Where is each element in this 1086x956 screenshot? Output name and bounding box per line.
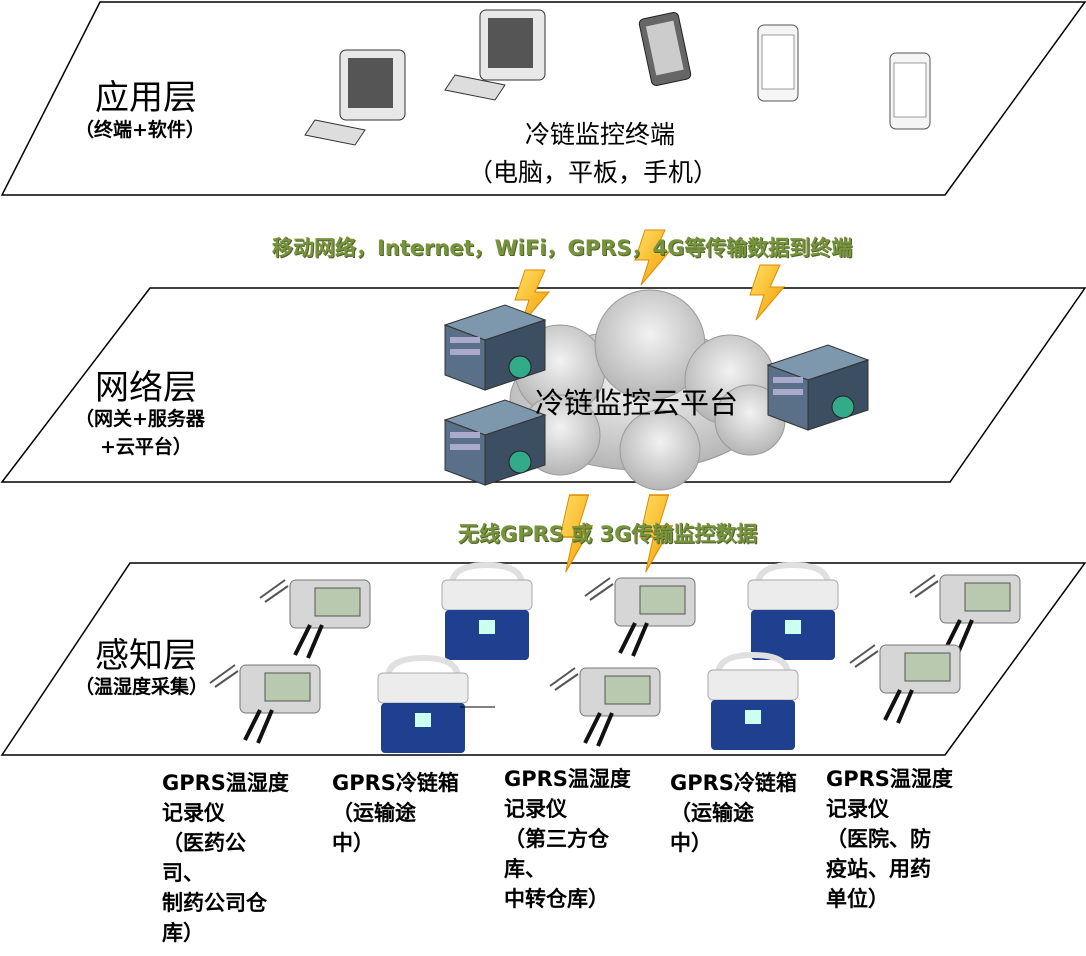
network-to-terminal-label: 移动网络，Internet，WiFi，GPRS，4G等传输数据到终端 — [272, 236, 853, 260]
desktop-computer-icon — [304, 49, 406, 146]
perception-layer-title: 感知层 — [95, 636, 197, 676]
terminal-sublabel: （电脑，平板，手机） — [468, 158, 719, 187]
terminal-label: 冷链监控终端 — [525, 120, 676, 149]
application-layer-title: 应用层 — [95, 78, 197, 118]
cloud-platform-label: 冷链监控云平台 — [535, 386, 739, 420]
application-layer-plane — [0, 1, 1086, 196]
desktop-computer-icon — [444, 9, 546, 101]
tablet-icon — [638, 12, 692, 86]
sensor-to-network-label: 无线GPRS 或 3G传输监控数据 — [458, 522, 758, 546]
application-layer-subtitle: （终端+软件） — [75, 119, 205, 141]
smartphone-icon — [757, 24, 799, 102]
smartphone-icon — [889, 52, 931, 130]
device-caption: GPRS温湿度 记录仪 （医院、防 疫站、用药 单位） — [826, 767, 953, 911]
network-layer-subtitle-1: （网关+服务器 — [75, 408, 205, 430]
network-layer-subtitle-2: +云平台） — [100, 436, 192, 458]
device-caption: GPRS冷链箱 （运输途 中） — [670, 771, 797, 855]
network-layer-title: 网络层 — [95, 368, 197, 408]
device-caption: GPRS冷链箱 （运输途 中） — [332, 771, 459, 855]
device-caption: GPRS温湿度 记录仪 （第三方仓 库、 中转仓库） — [504, 767, 631, 911]
perception-layer-subtitle: （温湿度采集） — [75, 676, 209, 698]
device-caption: GPRS温湿度 记录仪 （医药公 司、 制药公司仓 库） — [162, 771, 289, 945]
